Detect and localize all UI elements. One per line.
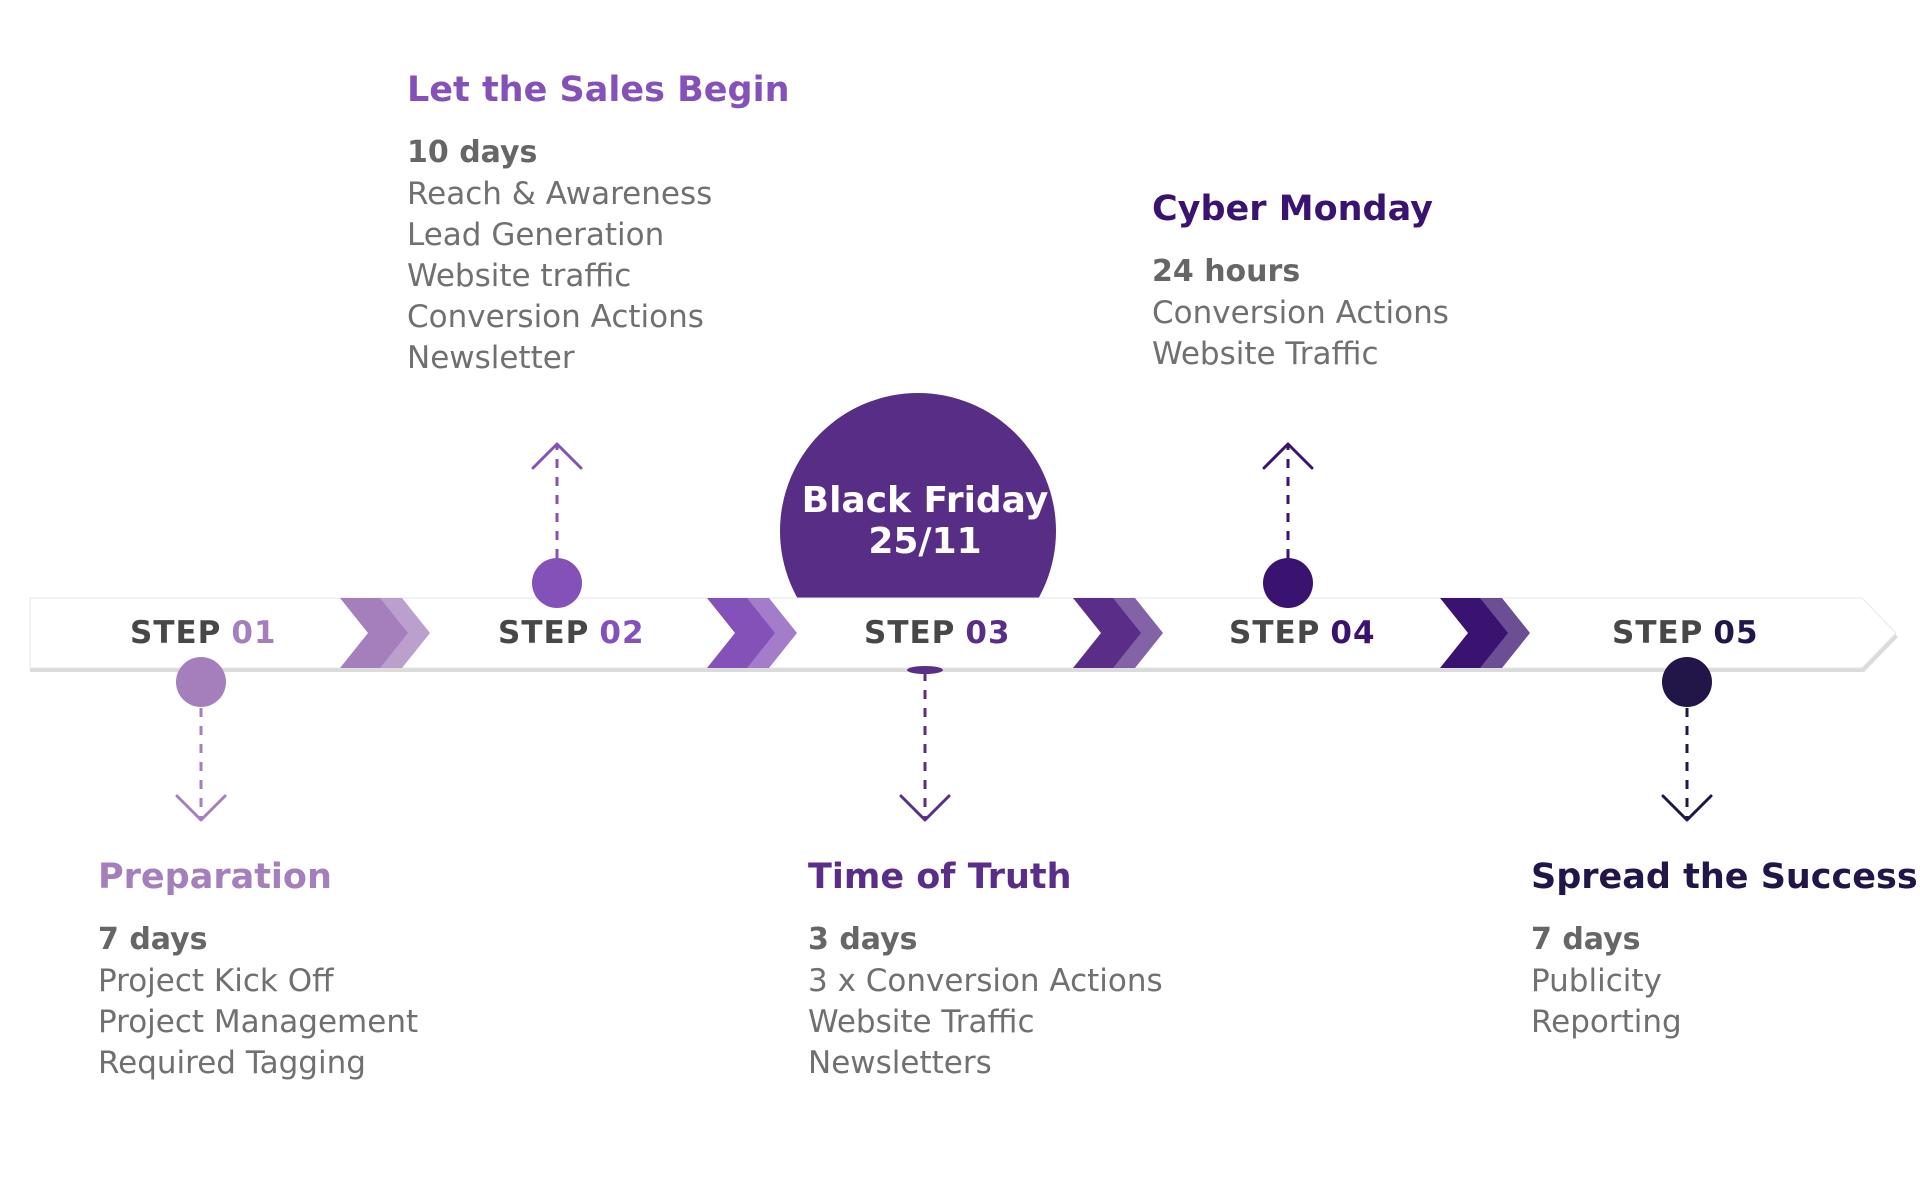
list-item: Project Kick Off xyxy=(98,963,334,999)
list-item: Required Tagging xyxy=(98,1045,366,1081)
list-item: Lead Generation xyxy=(407,217,665,253)
step-title: Let the Sales Begin xyxy=(407,70,790,110)
step-05-details: Spread the Success 7 days Publicity Repo… xyxy=(1531,860,1918,1043)
arrowhead xyxy=(1661,794,1713,822)
step-items: Publicity Reporting xyxy=(1531,961,1918,1043)
arrowhead xyxy=(175,794,227,822)
step-duration: 7 days xyxy=(1531,922,1641,957)
chevron-arrow-icon xyxy=(1440,598,1530,668)
list-item: Reporting xyxy=(1531,1004,1682,1040)
list-item: Website Traffic xyxy=(808,1004,1035,1040)
chevron-front xyxy=(707,598,775,668)
chevron-arrow-icon xyxy=(707,598,797,668)
timeline-dot-icon xyxy=(1263,558,1313,608)
step-title: Cyber Monday xyxy=(1152,189,1433,229)
black-friday-title: Black Friday xyxy=(801,480,1049,521)
step-title: Spread the Success xyxy=(1531,857,1918,897)
step-title: Time of Truth xyxy=(808,857,1072,897)
chevron-front xyxy=(1440,598,1508,668)
step-number: 05 xyxy=(1713,615,1759,651)
step-duration: 24 hours xyxy=(1152,254,1301,289)
step-word: STEP xyxy=(130,615,222,651)
list-item: 3 x Conversion Actions xyxy=(808,963,1163,999)
step-items: Reach & Awareness Lead Generation Websit… xyxy=(407,174,790,379)
list-item: Newsletters xyxy=(808,1045,992,1081)
list-item: Conversion Actions xyxy=(407,299,704,335)
timeline-dot-icon xyxy=(907,666,943,674)
chevron-front xyxy=(340,598,408,668)
step-number: 02 xyxy=(599,615,645,651)
step-title: Preparation xyxy=(98,857,332,897)
timeline-dot-icon xyxy=(1662,657,1712,707)
dashed-arrow-down-icon xyxy=(899,672,951,822)
list-item: Publicity xyxy=(1531,963,1662,999)
step-03-details: Time of Truth 3 days 3 x Conversion Acti… xyxy=(808,860,1163,1084)
step-duration: 7 days xyxy=(98,922,208,957)
black-friday-date: 25/11 xyxy=(868,521,982,562)
dashed-arrow-down-icon xyxy=(1661,657,1713,822)
step-word: STEP xyxy=(498,615,590,651)
chevron-front xyxy=(1073,598,1141,668)
step-number: 01 xyxy=(231,615,277,651)
step-duration: 10 days xyxy=(407,135,538,170)
timeline-dot-icon xyxy=(532,558,582,608)
arrowhead xyxy=(531,442,583,470)
timeline-band xyxy=(29,597,1897,669)
step-number: 04 xyxy=(1330,615,1376,651)
step-word: STEP xyxy=(1229,615,1321,651)
list-item: Website Traffic xyxy=(1152,336,1379,372)
black-friday-label: Black Friday 25/11 xyxy=(785,480,1065,562)
list-item: Conversion Actions xyxy=(1152,295,1449,331)
chevron-arrow-icon xyxy=(1073,598,1163,668)
dashed-arrow-up-icon xyxy=(1262,442,1314,608)
chevron-arrow-icon xyxy=(340,598,430,668)
step-04-details: Cyber Monday 24 hours Conversion Actions… xyxy=(1152,192,1449,375)
step-word: STEP xyxy=(864,615,956,651)
arrowhead xyxy=(899,794,951,822)
step-01-details: Preparation 7 days Project Kick Off Proj… xyxy=(98,860,418,1084)
list-item: Newsletter xyxy=(407,340,575,376)
step-word: STEP xyxy=(1612,615,1704,651)
timeline-dot-icon xyxy=(176,657,226,707)
dashed-arrow-up-icon xyxy=(531,442,583,608)
arrowhead xyxy=(1262,442,1314,470)
step-02-details: Let the Sales Begin 10 days Reach & Awar… xyxy=(407,73,790,379)
step-items: Conversion Actions Website Traffic xyxy=(1152,293,1449,375)
list-item: Reach & Awareness xyxy=(407,176,713,212)
step-items: Project Kick Off Project Management Requ… xyxy=(98,961,418,1084)
step-duration: 3 days xyxy=(808,922,918,957)
list-item: Website traffic xyxy=(407,258,632,294)
list-item: Project Management xyxy=(98,1004,419,1040)
step-items: 3 x Conversion Actions Website Traffic N… xyxy=(808,961,1163,1084)
dashed-arrow-down-icon xyxy=(175,657,227,822)
step-number: 03 xyxy=(965,615,1011,651)
